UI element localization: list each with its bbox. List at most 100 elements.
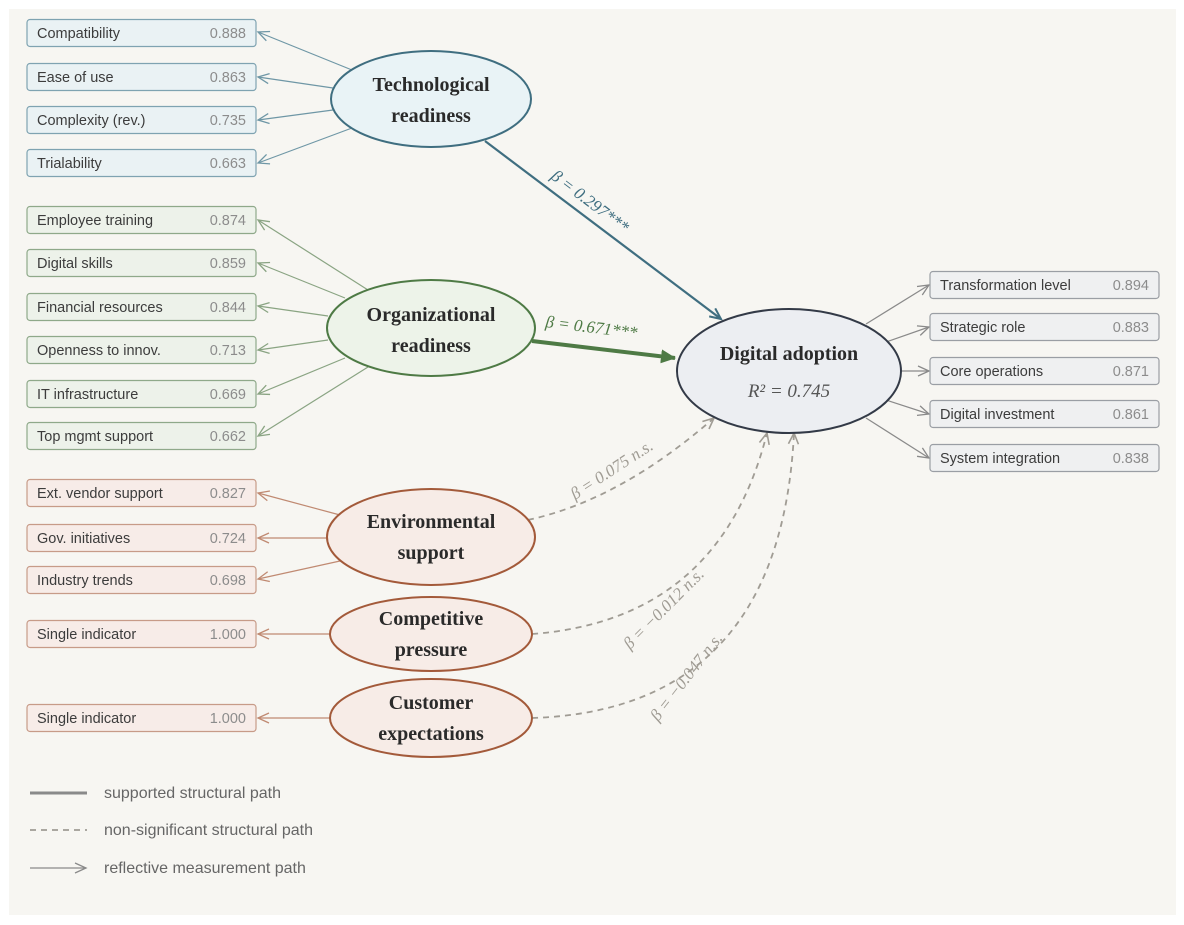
indicator-label: Openness to innov.	[37, 343, 161, 359]
indicator-box-frame	[929, 356, 1160, 386]
indicator-box-frame	[929, 270, 1160, 300]
indicator-box-frame	[929, 399, 1160, 429]
indicator-label: IT infrastructure	[37, 387, 138, 403]
measurement-arrow	[256, 73, 334, 89]
indicator-loading: 0.838	[1113, 451, 1149, 467]
indicator-label: Ext. vendor support	[37, 486, 163, 502]
indicator-label: Industry trends	[37, 573, 133, 589]
indicator-label: Top mgmt support	[37, 429, 153, 445]
measurement-arrow	[256, 339, 329, 355]
structural-paths	[484, 140, 800, 719]
construct-environmental-support: Environmental support	[326, 488, 536, 586]
indicator-box-frame	[26, 565, 257, 595]
beta-cust-label: β = −0.047 n.s.	[646, 629, 727, 725]
indicator-label: Single indicator	[37, 711, 136, 727]
path-tech-to-digital	[484, 140, 721, 319]
indicator-box: Employee training 0.874	[26, 205, 257, 235]
indicator-loading: 0.698	[210, 573, 246, 589]
indicator-box-frame	[26, 478, 257, 508]
indicator-label: Complexity (rev.)	[37, 113, 146, 129]
indicator-loading: 0.827	[210, 486, 246, 502]
beta-comp-label: β = −0.012 n.s.	[619, 564, 708, 653]
indicator-box-frame	[26, 18, 257, 48]
indicator-label: Employee training	[37, 213, 153, 229]
measurement-arrow	[885, 399, 931, 416]
legend-nonsig-label: non-significant structural path	[104, 822, 313, 839]
measurement-arrow	[256, 490, 341, 516]
indicator-label: Trialability	[37, 156, 102, 172]
indicator-label: Compatibility	[37, 26, 121, 42]
indicator-loading: 1.000	[210, 711, 246, 727]
path-org-to-digital	[531, 339, 676, 364]
construct-name-line2: readiness	[391, 105, 471, 127]
indicator-box-frame	[26, 619, 257, 649]
indicator-box-frame	[26, 105, 257, 135]
legend-supported-label: supported structural path	[104, 785, 281, 802]
indicator-box-frame	[26, 148, 257, 178]
indicator-box: Compatibility 0.888	[26, 18, 257, 48]
measurement-arrow	[256, 357, 346, 396]
measurement-paths	[256, 30, 931, 724]
indicator-loading: 0.874	[210, 213, 246, 229]
indicator-loading: 0.871	[1113, 364, 1149, 380]
indicator-label: Gov. initiatives	[37, 531, 130, 547]
construct-name-line2: support	[398, 542, 465, 564]
construct-competitive-pressure: Competitive pressure	[329, 596, 533, 672]
indicator-box: Top mgmt support 0.662	[26, 421, 257, 451]
indicator-loading: 1.000	[210, 627, 246, 643]
indicator-box-frame	[26, 523, 257, 553]
indicator-loading: 0.713	[210, 343, 246, 359]
indicator-box-frame	[26, 205, 257, 235]
construct-name-line2: expectations	[378, 723, 484, 745]
indicator-box: Single indicator 1.000	[26, 703, 257, 733]
indicator-label: Strategic role	[940, 320, 1025, 336]
construct-organizational-readiness: Organizational readiness	[326, 279, 536, 377]
beta-env-label: β = 0.075 n.s.	[566, 436, 656, 504]
legend-reflective-label: reflective measurement path	[104, 860, 306, 877]
indicator-label: Core operations	[940, 364, 1043, 380]
indicator-label: Single indicator	[37, 627, 136, 643]
indicator-loading: 0.888	[210, 26, 246, 42]
measurement-arrow	[256, 109, 334, 125]
beta-tech-label: β = 0.297***	[547, 165, 633, 237]
indicator-box-frame	[26, 62, 257, 92]
indicator-box-frame	[26, 248, 257, 278]
measurement-arrow	[865, 284, 931, 325]
construct-name-line2: pressure	[395, 639, 468, 661]
indicator-loading: 0.844	[210, 300, 246, 316]
measurement-arrow	[256, 261, 346, 299]
construct-digital-adoption: Digital adoption R² = 0.745	[676, 308, 902, 434]
indicator-loading: 0.662	[210, 429, 246, 445]
construct-name: Digital adoption	[720, 343, 858, 365]
indicator-box: Industry trends 0.698	[26, 565, 257, 595]
beta-org-label: β = 0.671***	[544, 312, 639, 342]
measurement-arrow	[256, 301, 329, 317]
measurement-arrow	[256, 560, 341, 583]
path-comp-to-digital	[531, 431, 770, 635]
indicator-label: Ease of use	[37, 70, 114, 86]
indicator-box: Core operations 0.871	[929, 356, 1160, 386]
indicator-loading: 0.669	[210, 387, 246, 403]
measurement-arrow	[865, 417, 931, 459]
construct-name-line1: Environmental	[367, 511, 496, 533]
path-cust-to-digital	[531, 431, 800, 719]
measurement-arrow	[256, 30, 353, 71]
indicator-box-frame	[26, 292, 257, 322]
path-env-to-digital	[527, 416, 716, 521]
indicator-box: IT infrastructure 0.669	[26, 379, 257, 409]
construct-customer-expectations: Customer expectations	[329, 678, 533, 758]
construct-name-line1: Competitive	[379, 608, 484, 630]
indicator-label: Digital investment	[940, 407, 1054, 423]
indicator-box-frame	[26, 335, 257, 365]
indicator-box: Single indicator 1.000	[26, 619, 257, 649]
construct-name-line1: Technological	[372, 74, 489, 96]
